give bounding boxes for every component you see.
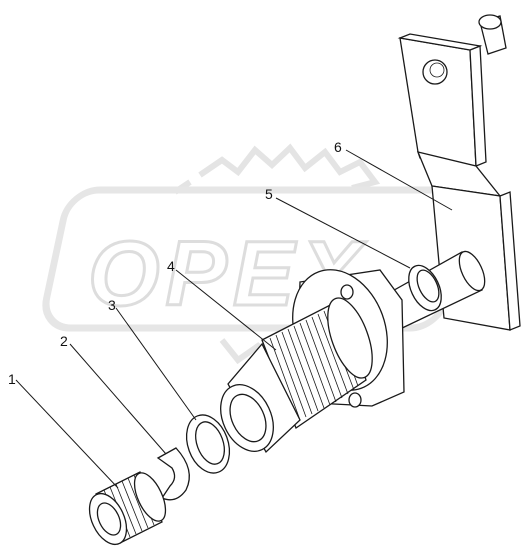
leader-6 [345, 149, 453, 211]
watermark: OPEX [42, 143, 468, 367]
part-3-washer [185, 414, 231, 474]
part-2-retaining-clip [156, 447, 190, 501]
leader-3 [115, 307, 197, 421]
leader-1 [15, 379, 119, 489]
leader-4 [175, 269, 277, 351]
callout-6: 6 [334, 139, 342, 155]
leader-5 [275, 197, 411, 269]
part-4-threaded-bushing [220, 297, 373, 454]
callout-labels: 1 2 3 4 5 6 [8, 139, 342, 387]
callout-3: 3 [108, 297, 116, 313]
part-1-knurled-nut [88, 471, 167, 546]
callout-4: 4 [167, 258, 175, 274]
callout-1: 1 [8, 371, 16, 387]
leader-2 [69, 343, 167, 455]
leader-lines [15, 149, 453, 489]
callout-2: 2 [60, 333, 68, 349]
part-5-washer [408, 264, 442, 312]
callout-5: 5 [265, 186, 273, 202]
